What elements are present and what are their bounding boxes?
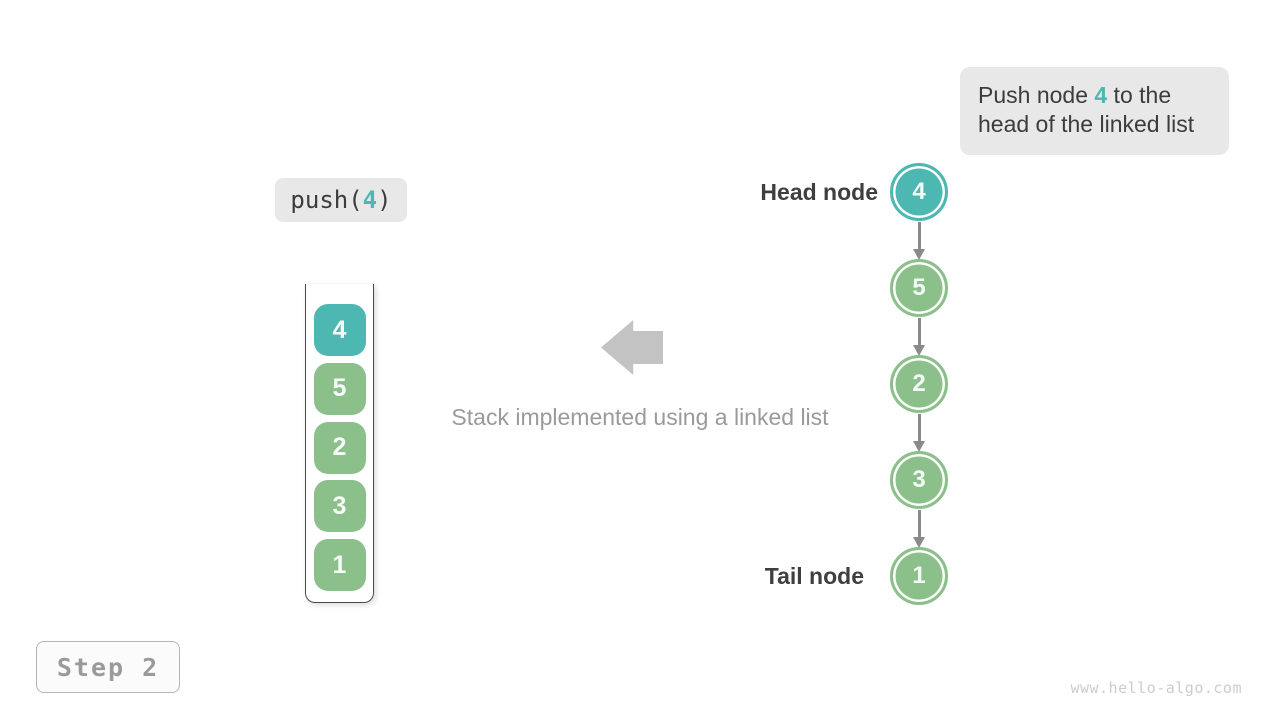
annotation-note-suffix: to the head of the linked list <box>978 82 1195 137</box>
down-arrow-icon <box>913 414 926 452</box>
push-call-code-box: push(4) <box>275 178 407 222</box>
stack-item-0: 4 <box>313 304 366 356</box>
diagram-caption: Stack implemented using a linked list <box>451 404 829 430</box>
left-block-arrow-icon <box>601 320 663 375</box>
annotation-note: Push node 4 to the head of the linked li… <box>960 67 1229 155</box>
arrow-head <box>913 537 925 548</box>
head-node-label: Head node <box>760 179 878 205</box>
down-arrow-icon <box>913 510 926 548</box>
watermark: www.hello-algo.com <box>1070 679 1242 697</box>
linked-list-node-1: 5 <box>890 259 948 317</box>
down-arrow-icon <box>913 318 926 356</box>
step-badge: Step 2 <box>36 641 180 693</box>
arrow-line <box>918 414 921 442</box>
linked-list-node-3: 3 <box>890 451 948 509</box>
annotation-note-prefix: Push node <box>978 82 1095 108</box>
tail-node-label: Tail node <box>764 563 864 589</box>
arrow-line <box>918 318 921 346</box>
linked-list-node-4: 1 <box>890 547 948 605</box>
arrow-head <box>913 441 925 452</box>
stack-item-1: 5 <box>313 362 366 415</box>
stack-item-4: 1 <box>313 539 366 592</box>
annotation-note-highlight: 4 <box>1094 82 1108 108</box>
stack-item-3: 3 <box>313 480 366 533</box>
arrow-head <box>913 345 925 356</box>
linked-list-node-0: 4 <box>890 163 948 221</box>
push-call-suffix: ) <box>377 186 392 214</box>
push-call-arg: 4 <box>362 186 378 214</box>
arrow-line <box>918 222 921 250</box>
linked-list-node-2: 2 <box>890 355 948 413</box>
stack-item-2: 2 <box>313 421 366 474</box>
down-arrow-icon <box>913 222 926 260</box>
arrow-head <box>913 249 925 260</box>
arrow-line <box>918 510 921 538</box>
push-call-prefix: push( <box>290 186 363 214</box>
stack-container: 4 5 2 3 1 <box>305 284 374 603</box>
